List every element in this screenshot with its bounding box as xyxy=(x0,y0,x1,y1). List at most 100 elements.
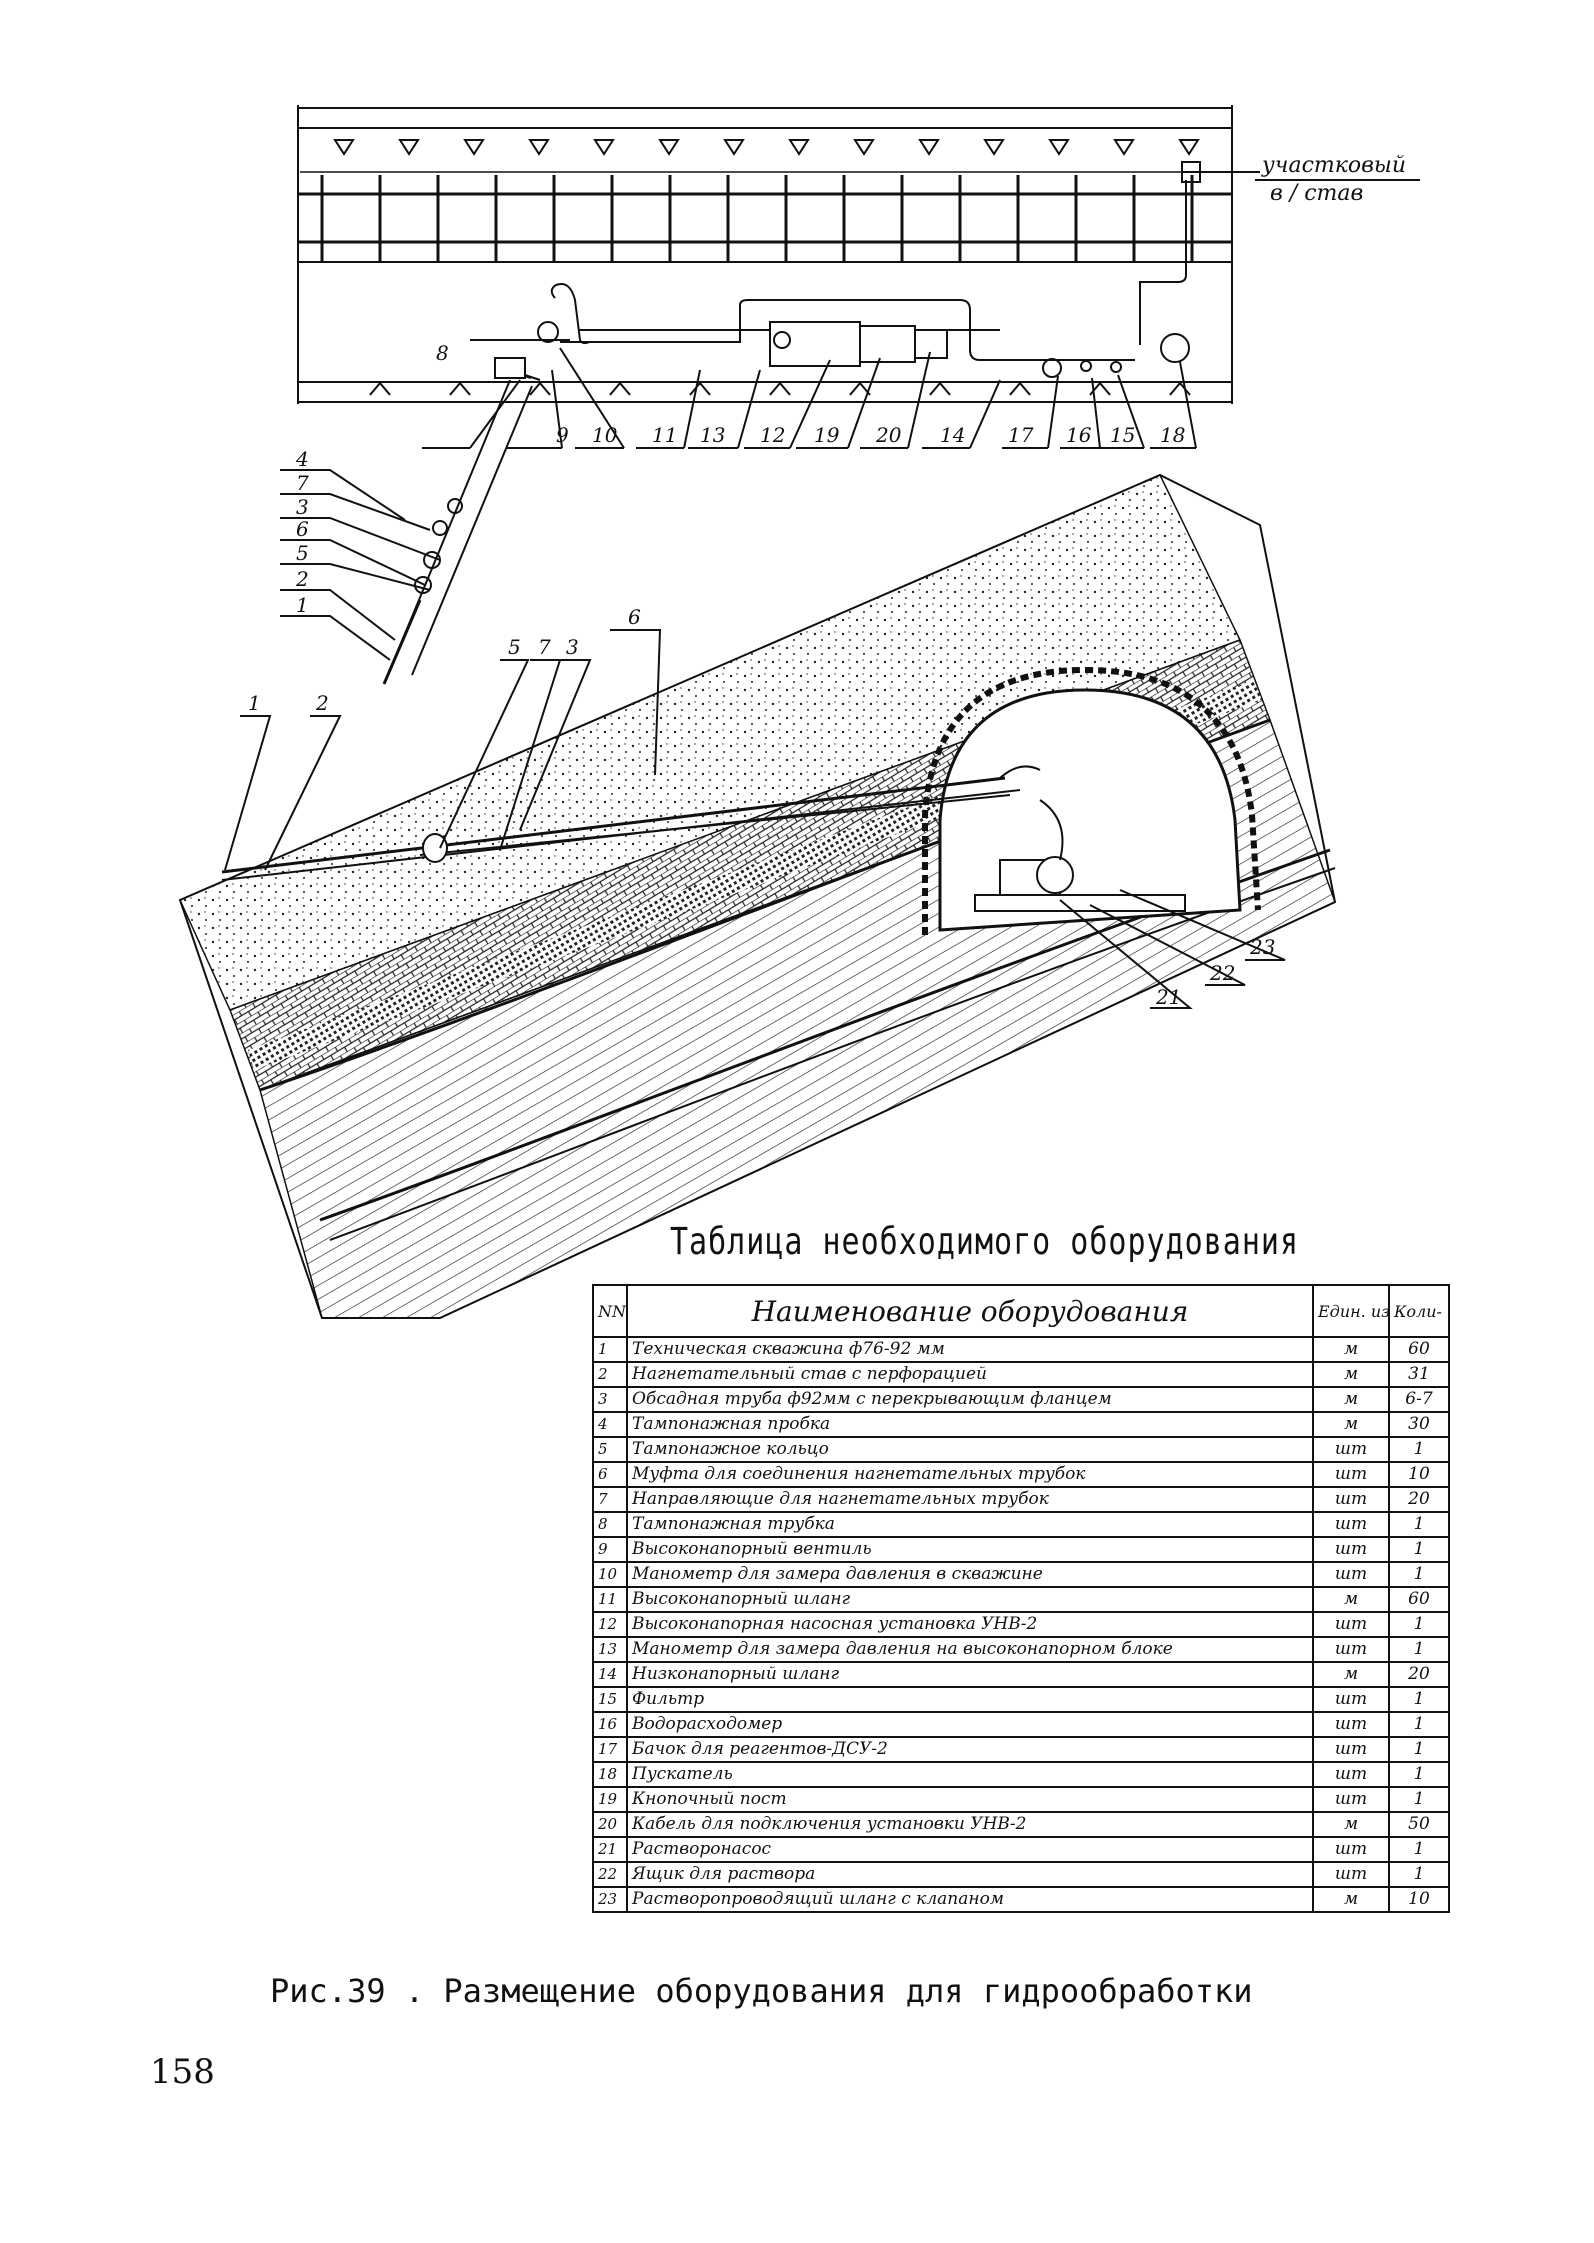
cell-unit: шт xyxy=(1312,1861,1390,1888)
callout-19: 19 xyxy=(814,423,840,447)
cell-unit: шт xyxy=(1312,1636,1390,1663)
cell-qty: 1 xyxy=(1388,1786,1450,1813)
cell-unit: м xyxy=(1312,1811,1390,1838)
cell-unit: шт xyxy=(1312,1461,1390,1488)
section-callout-21: 21 xyxy=(1155,985,1181,1009)
cell-num: 3 xyxy=(592,1386,628,1413)
borehole-callout-7: 7 xyxy=(296,471,309,495)
callout-9: 9 xyxy=(556,423,569,447)
callout-12: 12 xyxy=(760,423,785,447)
pump-unit-sketch xyxy=(769,321,1190,378)
cell-unit: м xyxy=(1312,1661,1390,1688)
section-callout-3: 3 xyxy=(566,635,579,659)
section-callout-6: 6 xyxy=(628,605,641,629)
cell-num: 20 xyxy=(592,1811,628,1838)
cell-name: Обсадная труба ф92мм с перекрывающим фла… xyxy=(626,1386,1314,1413)
cell-name: Пускатель xyxy=(626,1761,1314,1788)
equipment-drawing: участковый в / став 8 9 10 11 13 12 19 2… xyxy=(178,105,1420,1319)
cell-num: 11 xyxy=(592,1586,628,1613)
cell-qty: 20 xyxy=(1388,1661,1450,1688)
cell-name: Растворопроводящий шланг с клапаном xyxy=(626,1886,1314,1913)
callout-14: 14 xyxy=(940,423,965,447)
cell-unit: шт xyxy=(1312,1611,1390,1638)
header-qty: Коли- чество xyxy=(1388,1284,1450,1338)
cell-name: Муфта для соединения нагнетательных труб… xyxy=(626,1461,1314,1488)
cell-name: Бачок для реагентов-ДСУ-2 xyxy=(626,1736,1314,1763)
cell-num: 1 xyxy=(592,1336,628,1363)
cell-qty: 20 xyxy=(1388,1486,1450,1513)
cell-unit: м xyxy=(1312,1386,1390,1413)
figure-caption: Рис.39 . Размещение оборудования для гид… xyxy=(270,1972,1253,2010)
header-unit: Един. измер xyxy=(1312,1284,1390,1338)
callout-17: 17 xyxy=(1008,423,1034,447)
cell-qty: 1 xyxy=(1388,1736,1450,1763)
cell-name: Ящик для раствора xyxy=(626,1861,1314,1888)
cell-unit: шт xyxy=(1312,1786,1390,1813)
cell-unit: шт xyxy=(1312,1711,1390,1738)
cell-num: 9 xyxy=(592,1536,628,1563)
gallery-arch xyxy=(922,666,1261,935)
cell-qty: 1 xyxy=(1388,1611,1450,1638)
borehole-sketch xyxy=(382,283,600,685)
cell-num: 5 xyxy=(592,1436,628,1463)
cell-qty: 1 xyxy=(1388,1861,1450,1888)
cell-unit: шт xyxy=(1312,1686,1390,1713)
upper-callouts xyxy=(280,179,1420,661)
cell-num: 19 xyxy=(592,1786,628,1813)
section-callout-23: 23 xyxy=(1249,935,1275,959)
cell-qty: 10 xyxy=(1388,1461,1450,1488)
cell-num: 2 xyxy=(592,1361,628,1388)
cell-qty: 1 xyxy=(1388,1761,1450,1788)
page-number: 158 xyxy=(150,2052,215,2092)
cell-qty: 1 xyxy=(1388,1836,1450,1863)
cell-unit: шт xyxy=(1312,1761,1390,1788)
cell-unit: м xyxy=(1312,1886,1390,1913)
table-header-row: NN п/п Наименование оборудования Един. и… xyxy=(592,1284,1450,1338)
cell-name: Низконапорный шланг xyxy=(626,1661,1314,1688)
cell-name: Тампонажное кольцо xyxy=(626,1436,1314,1463)
cell-name: Высоконапорный вентиль xyxy=(626,1536,1314,1563)
cell-unit: шт xyxy=(1312,1836,1390,1863)
cell-qty: 60 xyxy=(1388,1586,1450,1613)
section-callout-22: 22 xyxy=(1209,961,1235,985)
cell-qty: 1 xyxy=(1388,1536,1450,1563)
cell-unit: м xyxy=(1312,1361,1390,1388)
cell-unit: шт xyxy=(1312,1561,1390,1588)
cell-unit: шт xyxy=(1312,1511,1390,1538)
cell-name: Растворонасос xyxy=(626,1836,1314,1863)
cell-num: 10 xyxy=(592,1561,628,1588)
cell-num: 8 xyxy=(592,1511,628,1538)
cell-qty: 1 xyxy=(1388,1636,1450,1663)
header-num: NN п/п xyxy=(592,1284,628,1338)
cell-unit: м xyxy=(1312,1586,1390,1613)
cell-num: 22 xyxy=(592,1861,628,1888)
callout-11: 11 xyxy=(652,423,677,447)
cell-name: Манометр для замера давления в скважине xyxy=(626,1561,1314,1588)
cell-name: Водорасходомер xyxy=(626,1711,1314,1738)
cell-unit: шт xyxy=(1312,1536,1390,1563)
borehole-callout-6: 6 xyxy=(296,517,309,541)
cell-qty: 6-7 xyxy=(1388,1386,1450,1413)
cell-num: 6 xyxy=(592,1461,628,1488)
section-callout-1: 1 xyxy=(248,691,261,715)
section-callout-5: 5 xyxy=(508,635,521,659)
cell-name: Тампонажная пробка xyxy=(626,1411,1314,1438)
cell-name: Техническая скважина ф76-92 мм xyxy=(626,1336,1314,1363)
upper-labels: участковый в / став 8 9 10 11 13 12 19 2… xyxy=(295,153,1406,617)
cell-num: 4 xyxy=(592,1411,628,1438)
